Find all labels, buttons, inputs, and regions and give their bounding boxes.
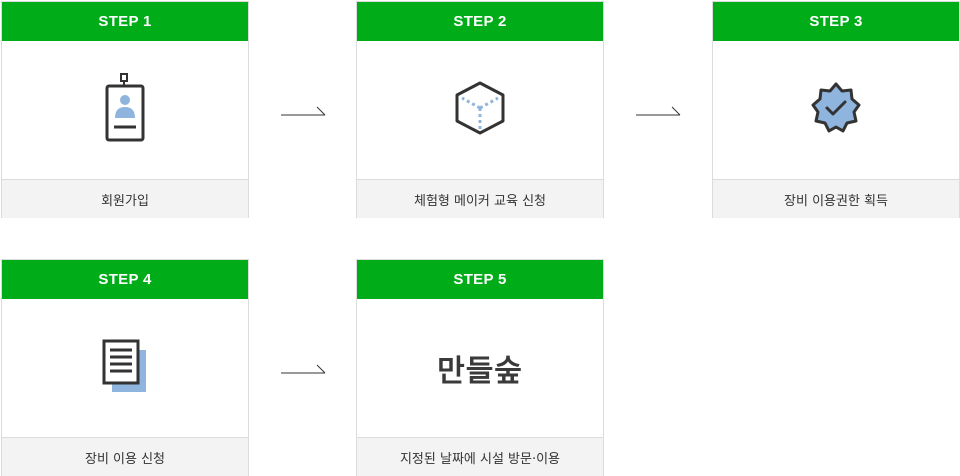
step-card-3: STEP 3 장비 이용권한 획득 bbox=[712, 1, 960, 218]
step-caption: 장비 이용권한 획득 bbox=[713, 180, 959, 218]
step-icon-area: 만들숲 bbox=[357, 299, 603, 438]
step-icon-area bbox=[2, 41, 248, 180]
step-caption: 체험형 메이커 교육 신청 bbox=[357, 180, 603, 218]
step-title: STEP 5 bbox=[357, 260, 603, 299]
step-card-2: STEP 2 체험형 메이커 교육 신청 bbox=[356, 1, 604, 218]
step-icon-area bbox=[357, 41, 603, 180]
verified-badge-icon bbox=[809, 81, 863, 139]
step-icon-area bbox=[713, 41, 959, 180]
step-caption: 회원가입 bbox=[2, 180, 248, 218]
step-title: STEP 3 bbox=[713, 2, 959, 41]
cube-icon bbox=[454, 80, 506, 140]
step-card-4: STEP 4 장비 이용 신청 bbox=[1, 259, 249, 476]
id-badge-icon bbox=[105, 73, 145, 147]
step-card-1: STEP 1 회원가입 bbox=[1, 1, 249, 218]
arrow-right-icon bbox=[636, 106, 681, 116]
step-title: STEP 1 bbox=[2, 2, 248, 41]
step-caption: 지정된 날짜에 시설 방문·이용 bbox=[357, 438, 603, 476]
step-icon-area bbox=[2, 299, 248, 438]
step-caption: 장비 이용 신청 bbox=[2, 438, 248, 476]
step-card-5: STEP 5 만들숲 지정된 날짜에 시설 방문·이용 bbox=[356, 259, 604, 476]
arrow-right-icon bbox=[281, 106, 326, 116]
arrow-right-icon bbox=[281, 364, 326, 374]
mandeulsup-logo: 만들숲 bbox=[437, 354, 523, 389]
document-icon bbox=[100, 338, 150, 398]
step-title: STEP 4 bbox=[2, 260, 248, 299]
step-title: STEP 2 bbox=[357, 2, 603, 41]
